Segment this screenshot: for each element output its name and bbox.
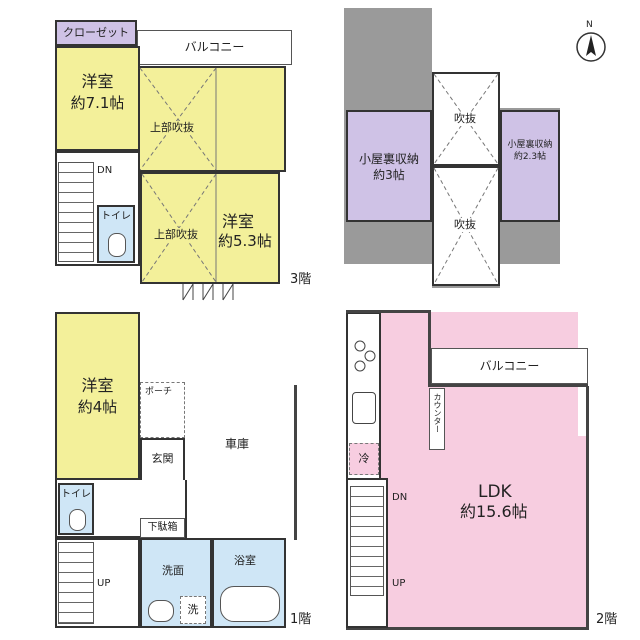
garage-label: 車庫 <box>225 437 250 451</box>
fridge-label: 冷 <box>358 452 370 465</box>
attic-storage-2-3: 小屋裏収納 約2.3帖 <box>500 110 560 222</box>
toilet-3f: トイレ <box>97 205 135 263</box>
compass-icon <box>576 32 606 62</box>
washer-label: 洗 <box>187 603 199 616</box>
stairs-2f <box>350 486 384 596</box>
void-cross-a <box>139 67 217 171</box>
porch: ポーチ <box>140 382 185 438</box>
entrance-label: 玄関 <box>151 452 174 465</box>
sink-icon <box>148 600 174 622</box>
toilet-bowl-1f-icon <box>69 509 86 531</box>
stairs-2f-up: UP <box>392 578 406 589</box>
void-loft-top: 吹抜 <box>432 72 500 166</box>
fridge-space: 冷 <box>349 443 379 475</box>
ldk-wall-right <box>586 386 589 630</box>
stairs-3f-dn: DN <box>97 165 113 176</box>
floor-1f-label: 1階 <box>290 612 312 627</box>
western-room-5-3-name: 洋室 <box>222 212 255 231</box>
balcony-3f-label: バルコニー <box>184 40 245 54</box>
western-room-4-size: 約4帖 <box>77 398 118 416</box>
counter-label: カウンター <box>433 393 442 433</box>
upper-void-a: 上部吹抜 <box>138 66 286 172</box>
entrance: 玄関 <box>140 438 185 482</box>
ldk-wall-balcony-bottom <box>428 384 588 387</box>
attic-storage-3: 小屋裏収納 約3帖 <box>346 110 432 222</box>
floor-3f-label: 3階 <box>290 272 312 287</box>
western-room-7-1: 洋室 約7.1帖 <box>55 46 140 151</box>
ldk-name: LDK <box>478 482 512 502</box>
washroom-label: 洗面 <box>162 564 184 577</box>
stairs-1f <box>58 542 94 624</box>
balcony-2f-label: バルコニー <box>479 359 540 373</box>
attic-storage-2-3-size: 約2.3帖 <box>513 152 547 162</box>
shoe-box: 下駄箱 <box>140 518 185 538</box>
floor-2f-label: 2階 <box>596 612 618 627</box>
ldk-wall-top <box>346 310 430 313</box>
bathroom: 浴室 <box>212 538 286 628</box>
attic-storage-2-3-name: 小屋裏収納 <box>507 140 553 150</box>
toilet-1f: トイレ <box>58 483 94 535</box>
balcony-3f: バルコニー <box>137 30 292 65</box>
kitchen-sink-icon <box>352 392 376 424</box>
bathroom-label: 浴室 <box>234 554 256 567</box>
ldk-right <box>576 436 588 628</box>
counter: カウンター <box>429 388 445 450</box>
stairs-1f-up: UP <box>97 578 111 589</box>
washer-space: 洗 <box>180 596 206 624</box>
north-label: N <box>586 20 593 30</box>
void-loft-top-label: 吹抜 <box>454 112 476 126</box>
garage: 車庫 <box>185 385 297 540</box>
void-loft-top-cross <box>433 73 499 165</box>
stairs-2f-dn: DN <box>392 492 408 503</box>
washroom: 洗面 洗 <box>140 538 212 628</box>
western-room-7-1-size: 約7.1帖 <box>70 94 125 112</box>
porch-label: ポーチ <box>145 387 173 397</box>
toilet-bowl-3f-icon <box>108 233 126 257</box>
western-room-5-3: 上部吹抜 洋室 約5.3帖 <box>140 172 280 284</box>
western-room-5-3-size: 約5.3帖 <box>218 232 272 250</box>
attic-storage-3-name: 小屋裏収納 <box>358 152 419 166</box>
closet: クローゼット <box>55 20 137 46</box>
western-room-7-1-name: 洋室 <box>81 72 114 91</box>
balcony-2f: バルコニー <box>431 348 588 384</box>
toilet-1f-label: トイレ <box>61 489 91 500</box>
ldk-wall-bottom <box>346 627 588 630</box>
ldk-size: 約15.6帖 <box>460 502 528 521</box>
toilet-3f-label: トイレ <box>101 211 131 222</box>
ldk-wall-inner <box>428 310 431 386</box>
shoe-box-label: 下駄箱 <box>147 522 178 533</box>
stairs-3f <box>58 162 94 262</box>
bathtub-icon <box>220 586 280 622</box>
void-loft-bottom-label: 吹抜 <box>454 218 476 232</box>
door-swings-3f <box>182 283 234 301</box>
stove-icon <box>354 340 376 372</box>
upper-void-a-label: 上部吹抜 <box>150 121 194 135</box>
western-room-4-name: 洋室 <box>81 376 114 395</box>
closet-label: クローゼット <box>63 26 129 39</box>
western-room-4: 洋室 約4帖 <box>55 312 140 480</box>
upper-void-b-label: 上部吹抜 <box>154 228 198 242</box>
void-loft-bottom: 吹抜 <box>432 166 500 286</box>
attic-storage-3-size: 約3帖 <box>373 168 405 182</box>
